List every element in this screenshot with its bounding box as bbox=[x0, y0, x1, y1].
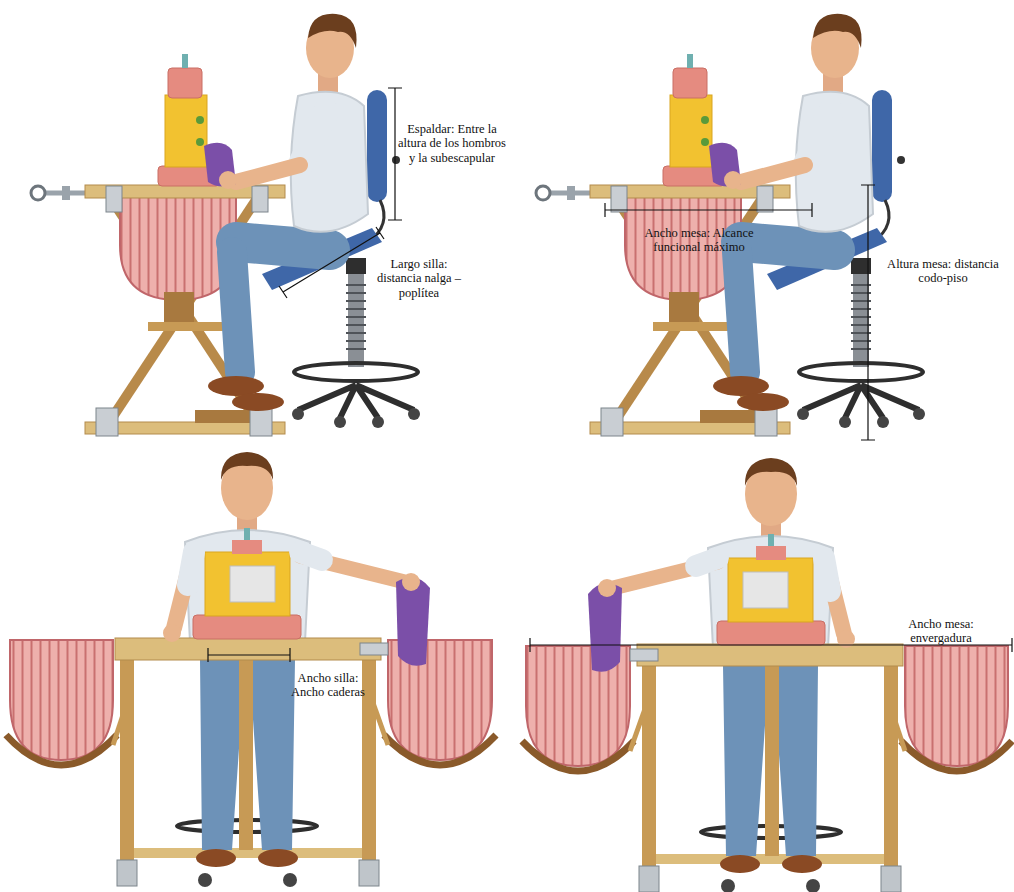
dimension-line bbox=[279, 227, 384, 298]
side-view-panel bbox=[31, 14, 420, 436]
dimension-lines bbox=[208, 88, 1012, 662]
dimension-label: Ancho silla: Ancho caderas bbox=[286, 671, 370, 700]
dimension-label: Ancho mesa: envergadura bbox=[891, 617, 991, 646]
front-view-panel bbox=[6, 452, 496, 887]
dimension-line bbox=[605, 203, 812, 217]
dimension-line bbox=[388, 88, 402, 220]
dimension-label: Espaldar: Entre la altura de los hombros… bbox=[398, 122, 506, 165]
side-view-panel bbox=[536, 14, 925, 436]
dimension-label: Altura mesa: distancia codo-piso bbox=[874, 257, 1012, 286]
front-view-panel bbox=[522, 458, 1012, 892]
dimension-label: Ancho mesa: Alcance funcional máximo bbox=[636, 226, 762, 255]
dimension-line bbox=[861, 185, 875, 440]
dimension-label: Largo silla: distancia nalga – poplítea bbox=[370, 257, 468, 300]
dimension-line bbox=[208, 648, 290, 662]
